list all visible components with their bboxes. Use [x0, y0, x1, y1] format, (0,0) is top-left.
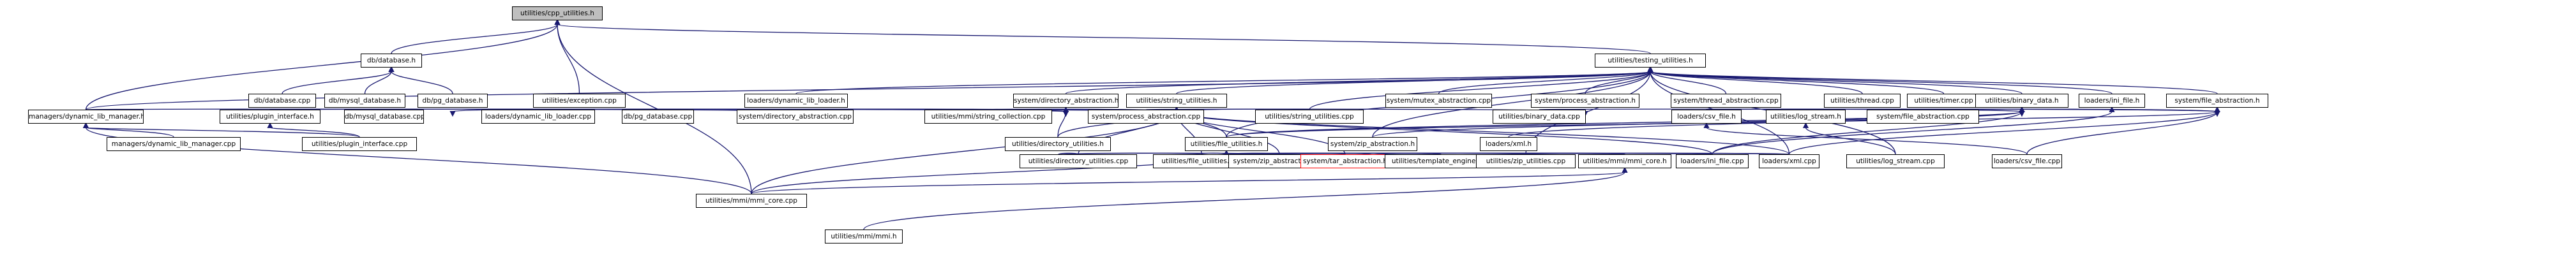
edge-testing-utilities-h-to-thread-cpp: [1647, 66, 1863, 94]
graph-node-dynamic-lib-loader-h[interactable]: loaders/dynamic_lib_loader.h: [744, 94, 848, 108]
edge-db-database-h-to-db-database-cpp: [282, 66, 395, 94]
edge-zip-abstraction-h-to-zip-abstraction-cpp: [1279, 152, 1376, 161]
graph-node-testing-utilities-h[interactable]: utilities/testing_utilities.h: [1595, 54, 1706, 68]
graph-node-plugin-interface-cpp[interactable]: utilities/plugin_interface.cpp: [302, 137, 417, 151]
graph-node-mmi-string-collection-cpp[interactable]: utilities/mmi/string_collection.cpp: [924, 110, 1052, 124]
edge-testing-utilities-h-to-dynamic-lib-manager-h: [85, 66, 1653, 110]
edge-mmi-core-h-to-mmi-core-cpp: [751, 166, 1628, 194]
edge-plugin-interface-h-to-plugin-interface-cpp: [267, 122, 360, 138]
graph-node-zip-utilities-cpp[interactable]: utilities/zip_utilities.cpp: [1476, 154, 1576, 168]
graph-node-string-utilities-h[interactable]: utilities/string_utilities.h: [1126, 94, 1227, 108]
graph-node-xml-cpp[interactable]: loaders/xml.cpp: [1759, 154, 1819, 168]
graph-node-xml-h[interactable]: loaders/xml.h: [1480, 137, 1537, 151]
edge-binary-data-h-to-xml-h: [1508, 106, 2025, 138]
edge-file-abstraction-h-to-file-abstraction-cpp: [1922, 108, 2220, 117]
graph-node-timer-cpp[interactable]: utilities/timer.cpp: [1907, 94, 1980, 108]
edge-file-abstraction-h-to-xml-cpp: [1788, 106, 2220, 155]
edge-testing-utilities-h-to-string-utilities-cpp: [1309, 66, 1653, 110]
graph-node-db-mysql-database-h[interactable]: db/mysql_database.h: [324, 94, 405, 108]
graph-node-mmi-h[interactable]: utilities/mmi/mmi.h: [825, 229, 903, 244]
graph-node-file-abstraction-cpp[interactable]: system/file_abstraction.cpp: [1867, 110, 1979, 124]
edge-xml-h-to-xml-cpp: [1505, 152, 1790, 161]
graph-node-file-utilities-cpp[interactable]: utilities/file_utilities.cpp: [1153, 154, 1250, 168]
edge-cpp-utilities-h-to-testing-utilities-h: [554, 18, 1651, 54]
edge-testing-utilities-h-to-file-abstraction-h: [1647, 66, 2218, 94]
graph-node-cpp-utilities-h: utilities/cpp_utilities.h: [512, 6, 603, 20]
graph-node-mmi-core-cpp[interactable]: utilities/mmi/mmi_core.cpp: [696, 194, 807, 208]
graph-node-plugin-interface-h[interactable]: utilities/plugin_interface.h: [220, 110, 320, 124]
graph-node-mysql-database-cpp[interactable]: db/mysql_database.cpp: [344, 110, 424, 124]
edge-cpp-utilities-h-to-dynamic-lib-manager-h: [85, 18, 561, 110]
graph-node-zip-abstraction-h[interactable]: system/zip_abstraction.h: [1328, 137, 1417, 151]
edge-csv-file-h-to-csv-file-cpp: [1703, 122, 2028, 155]
graph-node-directory-utilities-h[interactable]: utilities/directory_utilities.h: [1005, 137, 1111, 151]
graph-node-dynamic-lib-loader-cpp[interactable]: loaders/dynamic_lib_loader.cpp: [481, 110, 595, 124]
edge-string-utilities-h-to-ini-file-cpp: [1173, 106, 1713, 155]
edge-log-stream-h-to-log-stream-cpp: [1802, 122, 1896, 155]
edge-cpp-utilities-h-to-exception-cpp: [554, 18, 580, 94]
edge-xml-h-to-mmi-core-h: [1505, 152, 1625, 161]
graph-node-thread-cpp[interactable]: utilities/thread.cpp: [1824, 94, 1901, 108]
graph-node-db-database-h[interactable]: db/database.h: [361, 54, 422, 68]
graph-node-ini-file-h[interactable]: loaders/ini_file.h: [2079, 94, 2145, 108]
graph-node-mmi-core-h[interactable]: utilities/mmi/mmi_core.h: [1578, 154, 1671, 168]
graph-node-thread-abstraction-cpp[interactable]: system/thread_abstraction.cpp: [1671, 94, 1781, 108]
graph-node-pg-database-cpp[interactable]: db/pg_database.cpp: [622, 110, 694, 124]
graph-node-file-utilities-h[interactable]: utilities/file_utilities.h: [1185, 137, 1268, 151]
edge-ini-file-h-to-ini-file-cpp: [1712, 106, 2115, 155]
graph-node-log-stream-cpp[interactable]: utilities/log_stream.cpp: [1846, 154, 1945, 168]
graph-node-process-abstraction-h[interactable]: system/process_abstraction.h: [1531, 94, 1639, 108]
edge-db-database-h-to-db-pg-database-h: [388, 66, 453, 94]
graph-node-exception-cpp[interactable]: utilities/exception.cpp: [533, 94, 626, 108]
edge-cpp-utilities-h-to-mmi-core-cpp: [554, 18, 752, 194]
edge-dynamic-lib-manager-h-to-plugin-interface-cpp: [83, 122, 360, 138]
edge-string-utilities-h-to-mmi-core-cpp: [751, 106, 1180, 194]
edge-testing-utilities-h-to-mutex-abstraction-cpp: [1438, 66, 1653, 94]
edge-db-database-h-to-db-mysql-database-h: [364, 66, 395, 94]
graph-node-log-stream-h[interactable]: utilities/log_stream.h: [1766, 110, 1846, 124]
graph-node-binary-data-cpp[interactable]: utilities/binary_data.cpp: [1493, 110, 1586, 124]
graph-node-dynamic-lib-manager-cpp[interactable]: managers/dynamic_lib_manager.cpp: [107, 137, 241, 151]
graph-node-directory-abstraction-h[interactable]: system/directory_abstraction.h: [1013, 94, 1119, 108]
graph-node-template-engine-cpp[interactable]: utilities/template_engine.cpp: [1385, 154, 1497, 168]
edge-string-utilities-h-to-xml-cpp: [1173, 106, 1790, 155]
graph-node-dynamic-lib-manager-h[interactable]: managers/dynamic_lib_manager.h: [28, 110, 144, 124]
edge-file-abstraction-h-to-csv-file-cpp: [2026, 106, 2220, 155]
edge-testing-utilities-h-to-zip-abstraction-h: [1372, 66, 1653, 138]
graph-node-csv-file-h[interactable]: loaders/csv_file.h: [1671, 110, 1742, 124]
graph-node-directory-utilities-cpp[interactable]: utilities/directory_utilities.cpp: [1020, 154, 1137, 168]
graph-node-mutex-abstraction-cpp[interactable]: system/mutex_abstraction.cpp: [1385, 94, 1492, 108]
edge-cpp-utilities-h-to-db-database-h: [391, 18, 561, 54]
graph-node-db-pg-database-h[interactable]: db/pg_database.h: [418, 94, 488, 108]
graph-node-file-abstraction-h[interactable]: system/file_abstraction.h: [2166, 94, 2268, 108]
edge-testing-utilities-h-to-thread-abstraction-cpp: [1647, 66, 1727, 94]
graph-node-ini-file-cpp[interactable]: loaders/ini_file.cpp: [1676, 154, 1749, 168]
graph-node-directory-abstraction-cpp[interactable]: system/directory_abstraction.cpp: [737, 110, 854, 124]
edge-mmi-core-h-to-mmi-h: [863, 166, 1628, 230]
graph-node-process-abstraction-cpp[interactable]: system/process_abstraction.cpp: [1088, 110, 1204, 124]
graph-node-string-utilities-cpp[interactable]: utilities/string_utilities.cpp: [1255, 110, 1364, 124]
graph-node-db-database-cpp[interactable]: db/database.cpp: [248, 94, 316, 108]
graph-node-binary-data-h[interactable]: utilities/binary_data.h: [1975, 94, 2068, 108]
edge-binary-data-h-to-ini-file-cpp: [1712, 106, 2025, 155]
edge-dynamic-lib-manager-h-to-dynamic-lib-manager-cpp: [82, 122, 174, 138]
graph-node-csv-file-cpp[interactable]: loaders/csv_file.cpp: [1992, 154, 2062, 168]
graph-node-tar-abstraction-h[interactable]: system/tar_abstraction.h: [1300, 154, 1390, 168]
